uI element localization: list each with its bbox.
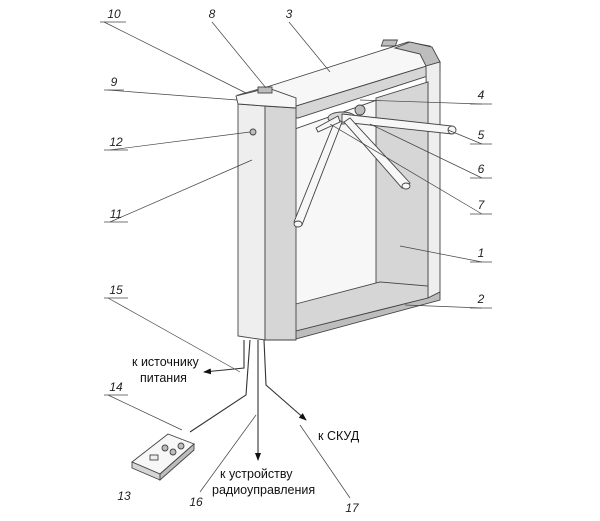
power-cable <box>203 340 245 375</box>
label-acs: к СКУД <box>318 429 360 443</box>
callout-10: 10 <box>107 7 121 21</box>
inner-panel-shade <box>375 81 429 297</box>
callout-6: 6 <box>478 162 485 176</box>
label-radio-line2: радиоуправления <box>212 483 315 497</box>
indicator-rear <box>380 39 399 47</box>
callout-4: 4 <box>478 88 485 102</box>
callout-2: 2 <box>477 292 485 306</box>
label-power-line1: к источнику <box>132 355 199 369</box>
callout-3: 3 <box>286 7 293 21</box>
arm-short <box>315 115 341 133</box>
destination-labels: к источнику питания к СКУД к устройству … <box>132 355 360 497</box>
cables <box>189 339 307 461</box>
callout-8: 8 <box>209 7 216 21</box>
callout-9: 9 <box>111 75 118 89</box>
acs-cable <box>263 339 307 421</box>
callout-12: 12 <box>109 135 123 149</box>
remote-button-2 <box>169 448 177 456</box>
label-radio-line1: к устройству <box>220 467 293 481</box>
arm-down-right-tip <box>401 182 411 190</box>
front-post-side <box>264 105 297 341</box>
remote-control <box>131 433 195 481</box>
callout-1: 1 <box>478 246 485 260</box>
turnstile-body <box>235 39 457 341</box>
arm-down-left-tip <box>293 220 303 228</box>
remote-indicator <box>149 454 159 461</box>
front-post <box>237 103 266 341</box>
callout-15: 15 <box>109 283 123 297</box>
callout-17: 17 <box>345 501 360 515</box>
callout-7: 7 <box>478 198 486 212</box>
label-power-line2: питания <box>140 371 187 385</box>
arm-down-right <box>343 117 411 189</box>
callout-14: 14 <box>109 380 123 394</box>
leader-lines <box>100 21 492 499</box>
callout-11: 11 <box>110 207 122 221</box>
callout-16: 16 <box>189 495 203 509</box>
remote-button-1 <box>161 444 169 452</box>
remote-cable <box>189 339 251 433</box>
rotor-hub <box>354 104 366 116</box>
callout-13: 13 <box>117 489 131 503</box>
indicator-front <box>257 86 273 94</box>
callout-5: 5 <box>478 128 485 142</box>
remote-button-3 <box>177 442 185 450</box>
callout-numbers: 10 8 3 9 4 5 12 6 7 11 1 15 2 14 13 16 1… <box>107 7 485 515</box>
key-switch <box>249 128 257 136</box>
